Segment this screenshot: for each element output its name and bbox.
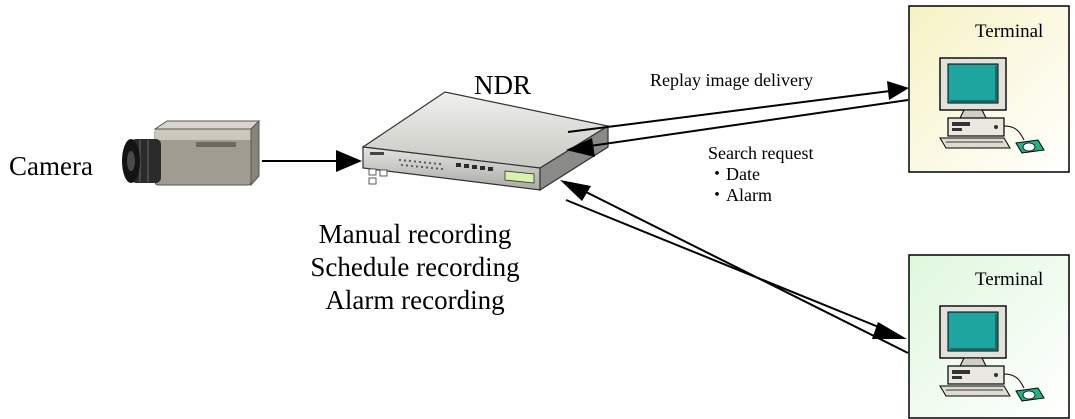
search-request-arrow-1 <box>566 99 909 157</box>
replay-label: Replay image delivery <box>650 70 813 90</box>
terminal-2-label: Terminal <box>975 269 1044 290</box>
recording-mode-schedule: Schedule recording <box>310 252 520 282</box>
ndr-label: NDR <box>474 70 532 100</box>
camera-label: Camera <box>9 151 93 181</box>
recording-modes: Manual recording Schedule recording Alar… <box>270 218 560 317</box>
replay-delivery-arrow-2 <box>565 199 907 339</box>
terminal-2 <box>908 254 1070 419</box>
recording-mode-alarm: Alarm recording <box>325 285 505 315</box>
terminal-1-label: Terminal <box>975 21 1044 42</box>
replay-delivery-arrow <box>567 81 909 133</box>
recording-mode-manual: Manual recording <box>318 219 512 249</box>
search-request-arrow-2 <box>560 180 909 354</box>
search-item-date: ・Date <box>708 164 760 184</box>
camera-icon <box>122 119 261 187</box>
terminal-1 <box>908 5 1070 173</box>
camera-to-ndr-arrow <box>262 150 362 172</box>
server-icon <box>361 91 610 192</box>
search-label: Search request <box>708 143 814 163</box>
search-item-alarm: ・Alarm <box>708 185 772 205</box>
search-request-block: Search request ・Date ・Alarm <box>708 143 813 206</box>
